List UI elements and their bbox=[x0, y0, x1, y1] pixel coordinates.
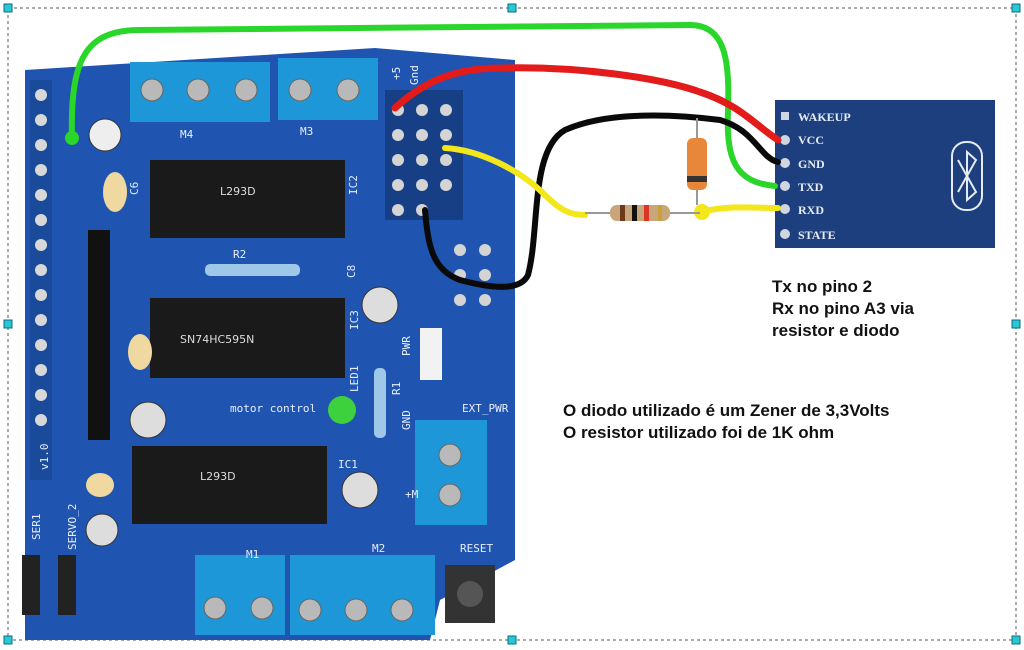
chip-label: L293D bbox=[200, 470, 236, 483]
chip-label: L293D bbox=[220, 185, 256, 198]
board-label: IC2 bbox=[347, 175, 360, 195]
wire-vcc-red bbox=[391, 64, 782, 144]
pin-label-state: STATE bbox=[798, 228, 836, 242]
board-label: EXT_PWR bbox=[462, 402, 509, 415]
selection-handles[interactable] bbox=[3, 3, 1021, 645]
board-label: C6 bbox=[128, 182, 141, 195]
board-label: GND bbox=[400, 410, 413, 430]
pin-label-wakeup: WAKEUP bbox=[798, 110, 851, 124]
component-notes: O diodo utilizado é um Zener de 3,3Volts… bbox=[563, 400, 973, 444]
motor-shield: L293D SN74HC595N L293D bbox=[22, 48, 515, 640]
board-label: M4 bbox=[180, 128, 194, 141]
board-label: IC3 bbox=[348, 310, 361, 330]
chip-label: SN74HC595N bbox=[180, 333, 254, 346]
chip-ic2: L293D bbox=[132, 446, 327, 524]
board-label: motor control bbox=[230, 402, 316, 415]
pin-header-left bbox=[30, 80, 110, 480]
wire-gnd-black bbox=[422, 112, 781, 290]
bluetooth-module: WAKEUP VCC GND TXD RXD STATE bbox=[775, 100, 995, 248]
chip-ic1: L293D bbox=[150, 160, 345, 238]
chip-ic3: SN74HC595N bbox=[150, 298, 345, 378]
board-label: M2 bbox=[372, 542, 385, 555]
led1 bbox=[328, 396, 356, 424]
board-label: M1 bbox=[246, 548, 259, 561]
board-label: Gnd bbox=[408, 65, 421, 85]
pin-label-txd: TXD bbox=[798, 180, 824, 194]
board-label: R1 bbox=[390, 382, 403, 395]
bluetooth-logo-icon bbox=[951, 141, 983, 211]
terminal-m1 bbox=[195, 555, 285, 635]
note-line: Tx no pino 2 bbox=[772, 277, 873, 296]
bluetooth-symbol-icon bbox=[957, 149, 978, 203]
pin-label-vcc: VCC bbox=[798, 133, 824, 147]
resistor-r1 bbox=[374, 368, 386, 438]
board-label: PWR bbox=[400, 336, 413, 356]
pwr-jumper bbox=[420, 328, 442, 380]
board-label: RESET bbox=[460, 542, 493, 555]
module-pcb bbox=[775, 100, 995, 248]
resistor-r2 bbox=[205, 264, 300, 276]
note-line: resistor e diodo bbox=[772, 321, 900, 340]
pin-label-gnd: GND bbox=[798, 157, 825, 171]
board-label: SER1 bbox=[30, 514, 43, 541]
board-label: IC1 bbox=[338, 458, 358, 471]
board-label: R2 bbox=[233, 248, 246, 261]
wire-txd-green bbox=[68, 21, 778, 189]
board-label: +5 bbox=[390, 67, 403, 80]
board-label: v1.0 bbox=[38, 444, 51, 471]
board-label: M3 bbox=[300, 125, 313, 138]
capacitors bbox=[85, 118, 399, 547]
board-label: +M bbox=[405, 488, 419, 501]
zener-diode bbox=[687, 118, 707, 205]
wire-rxd-yellow-2 bbox=[697, 204, 781, 215]
note-line: Rx no pino A3 via bbox=[772, 299, 915, 318]
pin-label-rxd: RXD bbox=[798, 203, 824, 217]
board-label: LED1 bbox=[348, 366, 361, 393]
black-header bbox=[88, 230, 110, 440]
wire-rxd-yellow-1 bbox=[442, 145, 588, 218]
terminal-ext-pwr bbox=[415, 420, 487, 525]
power-header bbox=[385, 90, 491, 306]
resistor-1k bbox=[585, 205, 700, 221]
pin-notes: Tx no pino 2 Rx no pino A3 via resistor … bbox=[772, 276, 914, 342]
terminal-m2 bbox=[290, 555, 435, 635]
board-label: SERVO_2 bbox=[66, 504, 79, 550]
note-line: O diodo utilizado é um Zener de 3,3Volts bbox=[563, 401, 890, 420]
note-line: O resistor utilizado foi de 1K ohm bbox=[563, 423, 835, 442]
board-label: C8 bbox=[345, 265, 358, 278]
